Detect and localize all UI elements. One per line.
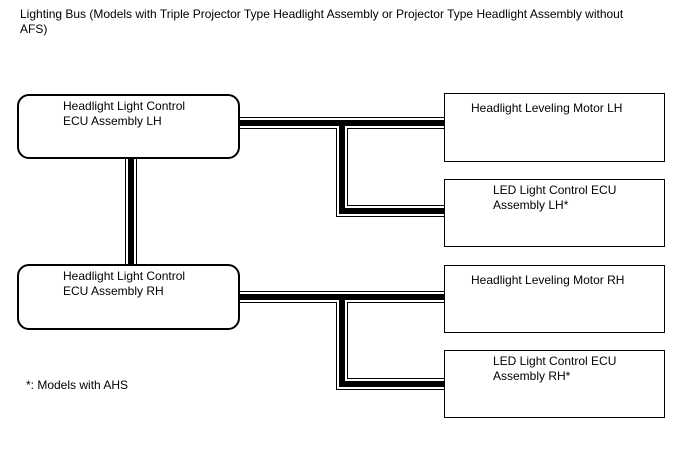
node-label: Headlight Light Control ECU Assembly LH xyxy=(63,99,186,128)
node-label: LED Light Control ECU Assembly RH* xyxy=(493,354,617,383)
node-headlight-leveling-motor-lh: Headlight Leveling Motor LH xyxy=(444,93,665,162)
bus-gap-layer xyxy=(131,123,446,384)
node-label: Headlight Light Control ECU Assembly RH xyxy=(63,269,186,298)
node-led-light-control-ecu-rh: LED Light Control ECU Assembly RH* xyxy=(444,350,665,418)
node-led-light-control-ecu-lh: LED Light Control ECU Assembly LH* xyxy=(444,179,665,247)
node-headlight-leveling-motor-rh: Headlight Leveling Motor RH xyxy=(444,265,665,333)
bus-core-layer xyxy=(131,123,446,384)
node-headlight-light-control-ecu-rh: Headlight Light Control ECU Assembly RH xyxy=(17,264,240,330)
node-label: LED Light Control ECU Assembly LH* xyxy=(493,183,617,212)
diagram-title: Lighting Bus (Models with Triple Project… xyxy=(20,7,624,36)
node-headlight-light-control-ecu-lh: Headlight Light Control ECU Assembly LH xyxy=(17,94,240,159)
bus-outline-layer xyxy=(131,123,446,384)
node-label: Headlight Leveling Motor LH xyxy=(471,101,623,115)
node-label: Headlight Leveling Motor RH xyxy=(471,273,625,287)
ahs-footnote: *: Models with AHS xyxy=(26,378,129,392)
